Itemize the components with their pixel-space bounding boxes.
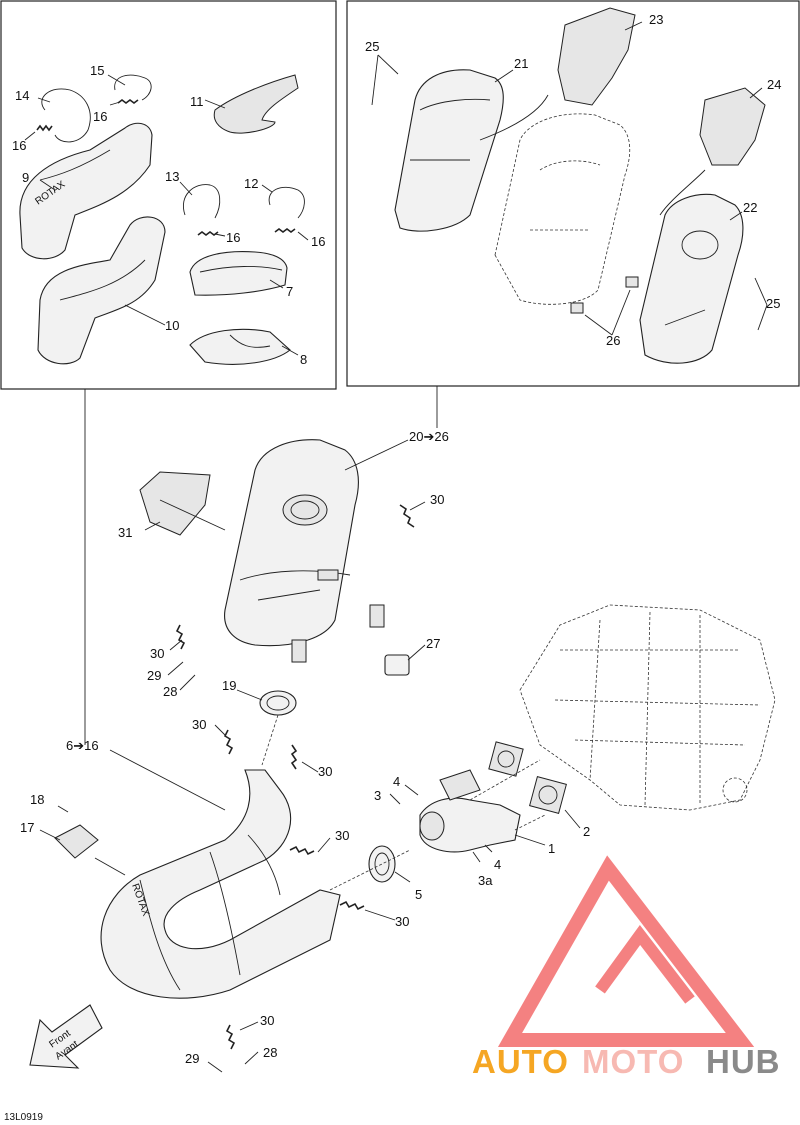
callout-30f: 30 [395,914,409,929]
leader-lines-main [39,439,581,1073]
callout-3a: 3a [478,873,493,888]
callout-2: 2 [583,824,590,839]
heat-shield-23 [557,7,636,106]
assembly-axes [261,714,546,891]
callout-29a: 29 [147,668,161,683]
callout-1: 1 [548,841,555,856]
callout-11: 11 [190,94,204,109]
heat-shield-7 [189,251,288,296]
callout-16a: 16 [93,109,107,124]
callout-28a: 28 [163,684,177,699]
callout-3: 3 [374,788,381,803]
callout-30c: 30 [192,717,206,732]
leader-lines-right [371,21,768,336]
callout-24: 24 [767,77,781,92]
callout-29b: 29 [185,1051,199,1066]
diagram-code: 13L0919 [4,1112,43,1123]
callout-19: 19 [222,678,236,693]
callout-14: 14 [15,88,29,103]
callout-25a: 25 [365,39,379,54]
springs-30 [175,504,415,1050]
callout-27: 27 [426,636,440,651]
callout-22: 22 [743,200,757,215]
heat-shield-24 [699,87,766,166]
front-arrow-icon: Front Avant [29,1004,103,1069]
callout-20-26: 20➔26 [409,429,449,444]
leader-lines-left [24,74,309,356]
muffler-body-dashed [494,113,631,305]
callout-30e: 30 [335,828,349,843]
tuned-pipe: ROTAX [100,769,341,999]
sealing-ring-19 [259,690,297,716]
callout-4b: 4 [494,857,501,872]
callout-16c: 16 [226,230,240,245]
detail-frame-right [346,0,800,387]
callout-26: 26 [606,333,620,348]
callout-4a: 4 [393,774,400,789]
callout-21: 21 [514,56,528,71]
callout-30a: 30 [430,492,444,507]
callout-16b: 16 [12,138,26,153]
watermark-hub: HUB [706,1043,781,1080]
callout-12: 12 [244,176,258,191]
callout-numbers: 15 14 16 16 9 11 13 12 16 16 7 10 8 25 2… [12,12,781,1066]
callout-16d: 16 [311,234,325,249]
callout-31: 31 [118,525,132,540]
ring-5 [368,845,396,883]
watermark-auto: AUTO [472,1043,569,1080]
callout-23: 23 [649,12,663,27]
connector-27 [384,654,410,676]
muffler-assembly [224,439,385,663]
callout-28b: 28 [263,1045,277,1060]
grommets-26 [570,276,639,314]
muffler-cover-22 [639,193,744,364]
callout-7: 7 [286,284,293,299]
callout-5: 5 [415,887,422,902]
watermark-moto: MOTO [582,1043,684,1080]
callout-8: 8 [300,352,307,367]
detail-frame-left [0,0,337,390]
callout-30b: 30 [150,646,164,661]
heat-shield-17 [54,824,99,859]
callout-17: 17 [20,820,34,835]
watermark-logo-icon [497,855,755,1047]
engine-block [519,604,776,811]
heat-shield-31 [139,471,211,536]
callout-25b: 25 [766,296,780,311]
exhaust-manifold-1 [419,769,521,853]
gasket-2 [529,776,567,814]
muffler-cover-21 [394,69,504,232]
gasket-upper [488,741,524,777]
heat-shield-10 [37,216,166,365]
callout-13: 13 [165,169,179,184]
heat-shield-8 [189,328,291,365]
heat-shield-11 [213,74,299,134]
heat-shield-9: ROTAX [19,122,153,260]
callout-6-16: 6➔16 [66,738,99,753]
callout-9: 9 [22,170,29,185]
callout-18: 18 [30,792,44,807]
callout-30g: 30 [260,1013,274,1028]
callout-10: 10 [165,318,179,333]
callout-30d: 30 [318,764,332,779]
callout-15: 15 [90,63,104,78]
watermark-brand: AUTO MOTO HUB [472,1043,781,1080]
